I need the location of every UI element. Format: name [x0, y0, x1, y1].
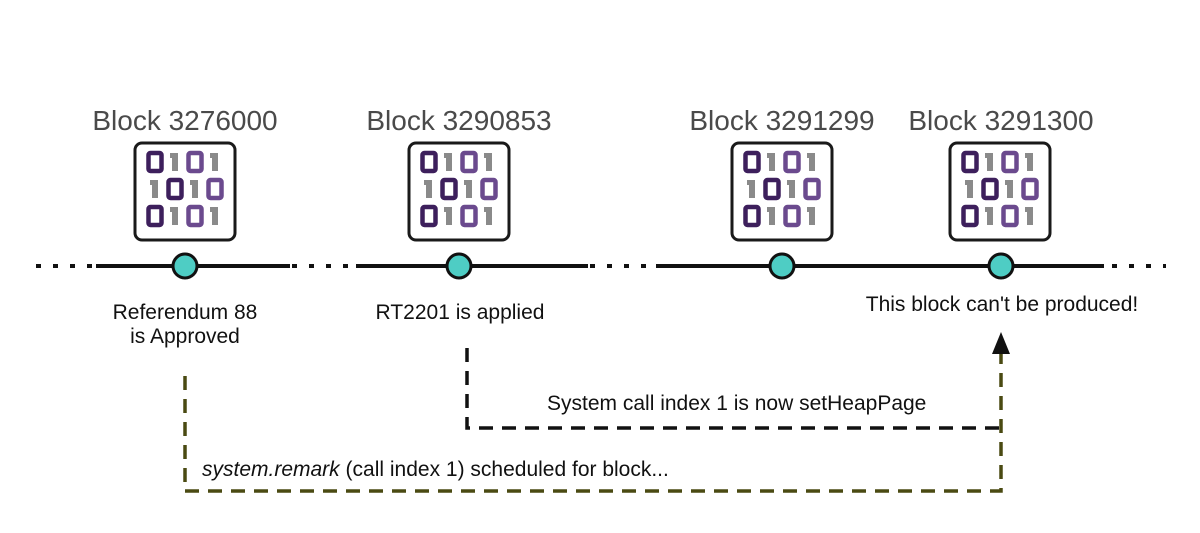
- setheappage-arrow-line: [465, 348, 1001, 430]
- timeline-nodes: [171, 252, 1015, 280]
- block-failure-label: This block can't be produced!: [865, 293, 1139, 316]
- binary-block-icon-3276000: [133, 141, 237, 242]
- binary-block-icon-3290853: [407, 141, 511, 242]
- arrow-head-icon: [992, 332, 1010, 354]
- binary-block-icon-3291300: [948, 141, 1052, 242]
- block-title-3291300: Block 3291300: [908, 105, 1094, 136]
- block-title-3276000: Block 3276000: [92, 105, 278, 136]
- remark-label: system.remark (call index 1) scheduled f…: [202, 458, 669, 482]
- node-block-3291299: [768, 252, 796, 280]
- remark-arrow-line: [183, 354, 1003, 493]
- node-block-3276000: [171, 252, 199, 280]
- runtime-applied-label: RT2201 is applied: [375, 301, 545, 324]
- remark-call-detail: (call index 1) scheduled for block...: [339, 458, 669, 481]
- node-block-3290853: [445, 252, 473, 280]
- referendum-label: Referendum 88 is Approved: [112, 301, 258, 348]
- block-title-3291299: Block 3291299: [689, 105, 875, 136]
- block-title-3290853: Block 3290853: [366, 105, 552, 136]
- node-block-3291300: [987, 252, 1015, 280]
- setheappage-label: System call index 1 is now setHeapPage: [547, 392, 927, 415]
- binary-block-icon-3291299: [730, 141, 834, 242]
- remark-call-name: system.remark: [202, 458, 340, 481]
